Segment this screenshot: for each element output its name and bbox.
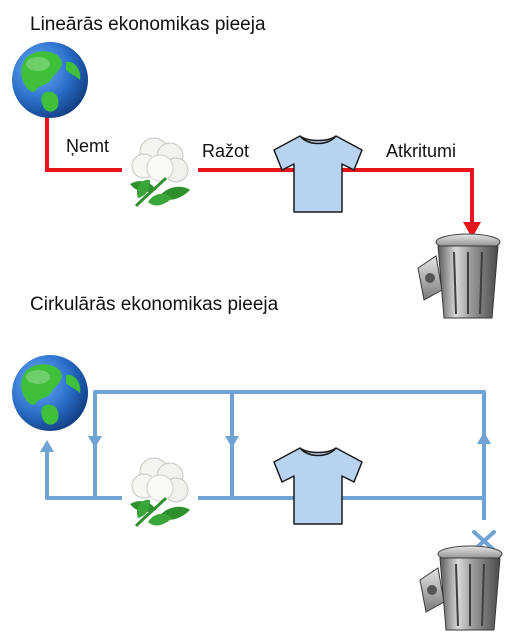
globe-icon (12, 355, 88, 431)
arrow-up-to-globe (40, 440, 54, 452)
take-label: Ņemt (66, 136, 109, 156)
cotton-plant-icon (122, 454, 198, 530)
circular-arrowheads (40, 432, 491, 452)
globe-icon (12, 42, 88, 118)
linear-section: Lineārās ekonomikas pieeja Ņemt Ražot At… (12, 14, 501, 319)
arrow-up-right (477, 432, 491, 444)
waste-label: Atkritumi (386, 141, 456, 161)
trash-bin-icon (417, 233, 501, 319)
t-shirt-icon (273, 447, 363, 525)
linear-flow-line (45, 112, 474, 226)
trash-bin-icon (419, 545, 503, 631)
t-shirt-icon (273, 135, 363, 213)
circular-section: Cirkulārās ekonomikas pieeja (12, 294, 503, 631)
linear-flow-arrowhead (463, 222, 481, 238)
linear-heading: Lineārās ekonomikas pieeja (30, 14, 266, 35)
circular-flow-lines (45, 390, 486, 520)
arrow-down-left (88, 436, 102, 448)
cotton-plant-icon (122, 134, 198, 210)
make-label: Ražot (202, 141, 249, 161)
circular-heading: Cirkulārās ekonomikas pieeja (30, 294, 279, 315)
arrow-down-middle (225, 436, 239, 448)
